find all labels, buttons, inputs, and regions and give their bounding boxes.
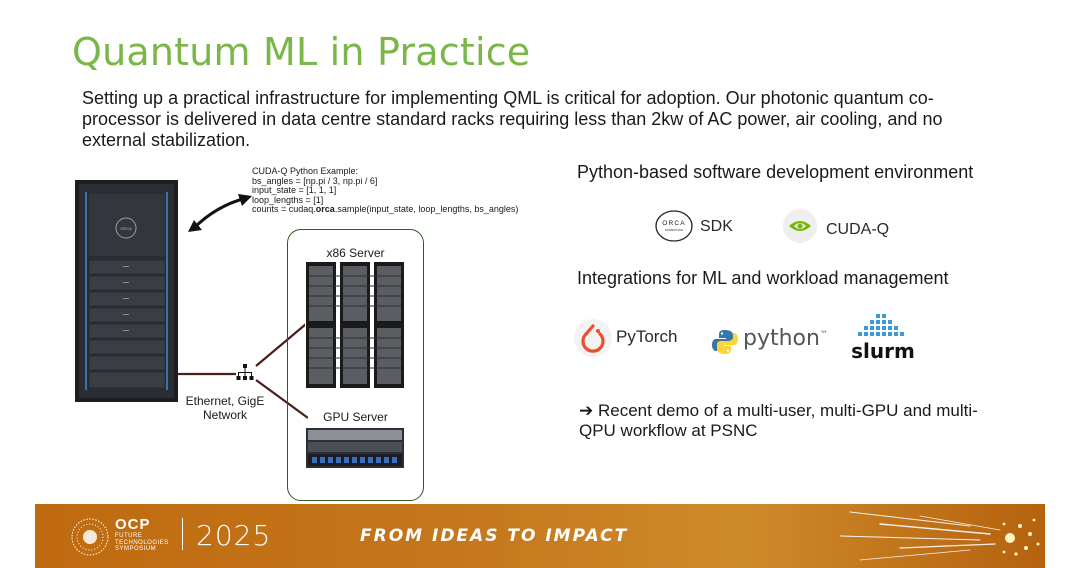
quantum-rack-image: ORCA [75, 180, 178, 402]
pytorch-label: PyTorch [616, 327, 678, 346]
gpu-server-label: GPU Server [323, 410, 388, 424]
integrations-heading: Integrations for ML and workload managem… [577, 268, 949, 288]
network-label-line: Network [202, 408, 247, 422]
python-word: python [743, 326, 820, 351]
code-line: loop_lengths = [1] [252, 194, 324, 205]
slurm-logo-icon: slurm [851, 314, 915, 362]
gpu-server-image [306, 428, 404, 468]
code-line-bold: orca [315, 204, 335, 214]
double-arrow-icon [188, 194, 252, 232]
software-heading: Python-based software development enviro… [577, 162, 974, 182]
light-streaks-decoration [839, 511, 1040, 561]
code-line: bs_angles = [np.pi / 3, np.pi / 6] [252, 175, 378, 186]
intro-paragraph: Setting up a practical infrastructure fo… [82, 88, 943, 150]
orca-logo-text: ORCA [662, 220, 686, 227]
python-tm: ™ [819, 329, 828, 339]
orca-logo-icon: ORCA COMPUTING [655, 210, 693, 242]
ocp-subtitle-line: FUTURE [115, 533, 143, 539]
pytorch-logo-icon [574, 319, 612, 357]
svg-text:ORCA: ORCA [120, 226, 132, 231]
code-line-prefix: counts = cudaq. [252, 204, 316, 214]
demo-note: ➔ Recent demo of a multi-user, multi-GPU… [579, 401, 999, 441]
footer-tagline: FROM IDEAS TO IMPACT [360, 526, 629, 546]
ocp-subtitle-line: SYMPOSIUM [115, 546, 157, 553]
arrow-right-icon: ➔ [579, 401, 594, 420]
python-label: python™ [743, 326, 828, 351]
ocp-subtitle-line: TECHNOLOGIES [115, 539, 169, 546]
cudaq-label: CUDA-Q [826, 221, 890, 238]
nvidia-logo-icon [783, 209, 817, 243]
x86-server-image [305, 262, 405, 388]
orca-logo-subtext: COMPUTING [665, 228, 684, 232]
ocp-wordmark: OCP [115, 516, 151, 533]
code-heading: CUDA-Q Python Example: [252, 166, 359, 176]
python-logo-icon [712, 330, 738, 354]
slide-title: Quantum ML in Practice [72, 30, 531, 74]
servers-group-box [287, 229, 424, 501]
footer-year: 2025 [196, 519, 272, 552]
code-example: CUDA-Q Python Example: bs_angles = [np.p… [252, 166, 519, 215]
network-lines [178, 323, 308, 419]
code-line-suffix: .sample(input_state, loop_lengths, bs_an… [334, 204, 519, 214]
sdk-label: SDK [700, 218, 733, 235]
network-hub-icon [236, 364, 254, 380]
ocp-seal-icon [71, 518, 109, 556]
code-line: input_state = [1, 1, 1] [252, 185, 337, 195]
network-label-line: Ethernet, GigE [185, 394, 265, 408]
demo-text: Recent demo of a multi-user, multi-GPU a… [579, 401, 978, 440]
footer-divider [182, 518, 183, 550]
x86-server-label: x86 Server [326, 246, 385, 260]
slurm-text: slurm [851, 339, 915, 362]
